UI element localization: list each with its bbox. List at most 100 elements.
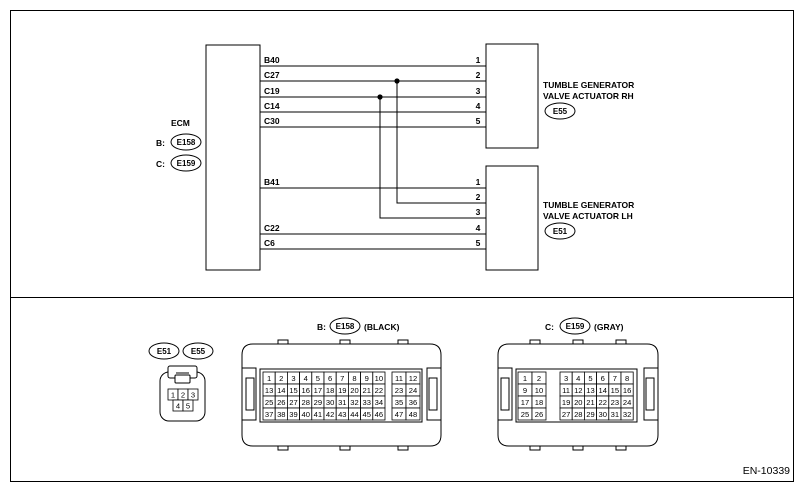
c-pin-18-label: 18 — [535, 398, 543, 407]
rh-pin-1: 1 — [476, 55, 481, 65]
b-pin-7-label: 7 — [340, 374, 344, 383]
b-pin-41-label: 41 — [314, 410, 322, 419]
b-pin-46-cell — [372, 407, 386, 421]
b-pin-30-label: 30 — [326, 398, 334, 407]
c-pin-26-label: 26 — [535, 410, 543, 419]
b-pin-43-label: 43 — [338, 410, 346, 419]
b-pin-35-label: 35 — [395, 398, 403, 407]
b-pin-6-label: 6 — [328, 374, 332, 383]
b-pin-22-label: 22 — [375, 386, 383, 395]
actuator-rh-box — [485, 43, 539, 149]
actuator-rh-title-line1: TUMBLE GENERATOR — [543, 80, 634, 90]
actuator-lh-connector-id: E51 — [553, 227, 568, 236]
c-pin-22-label: 22 — [598, 398, 606, 407]
ecm-connector-b-tag — [170, 133, 202, 151]
b-pin-14-label: 14 — [277, 386, 285, 395]
c-pin-32-label: 32 — [623, 410, 631, 419]
connector-b-color: (BLACK) — [364, 322, 400, 332]
rh-pin-4: 4 — [476, 101, 481, 111]
small-pin-5-cell — [182, 399, 194, 412]
actuator-lh-box — [485, 165, 539, 271]
c-pin-11-label: 11 — [562, 386, 570, 395]
ecm-box — [205, 44, 261, 271]
b-pin-1-label: 1 — [267, 374, 271, 383]
b-pin-38-label: 38 — [277, 410, 285, 419]
c-pin-21-label: 21 — [586, 398, 594, 407]
c-pin-28-label: 28 — [574, 410, 582, 419]
b-pin-48-label: 48 — [409, 410, 417, 419]
b-pin-4-label: 4 — [304, 374, 308, 383]
ecm-terminal-c30: C30 — [264, 116, 280, 126]
small-connector-tag-e51 — [148, 342, 180, 360]
ecm-connector-c-id: E159 — [177, 159, 196, 168]
b-pin-18-label: 18 — [326, 386, 334, 395]
small-pin-2-label: 2 — [181, 390, 185, 399]
b-pin-23-label: 23 — [395, 386, 403, 395]
ecm-terminal-c6: C6 — [264, 238, 275, 248]
small-connector-tag-e55-id: E55 — [191, 347, 206, 356]
b-pin-40-label: 40 — [301, 410, 309, 419]
b-pin-21-label: 21 — [362, 386, 370, 395]
actuator-rh-connector-id: E55 — [553, 107, 568, 116]
b-pin-12-label: 12 — [409, 374, 417, 383]
c-pin-7-label: 7 — [613, 374, 617, 383]
connector-c-tag — [559, 317, 591, 335]
wire-splice-c27-lh2 — [396, 81, 486, 204]
actuator-lh-title-line1: TUMBLE GENERATOR — [543, 200, 634, 210]
b-pin-20-label: 20 — [350, 386, 358, 395]
ecm-terminal-c14: C14 — [264, 101, 280, 111]
b-pin-37-label: 37 — [265, 410, 273, 419]
b-pin-17-label: 17 — [314, 386, 322, 395]
c-pin-17-label: 17 — [521, 398, 529, 407]
b-pin-8-label: 8 — [352, 374, 356, 383]
c-pin-14-label: 14 — [598, 386, 606, 395]
b-pin-3-label: 3 — [291, 374, 295, 383]
ecm-terminal-c19: C19 — [264, 86, 280, 96]
lh-pin-4: 4 — [476, 223, 481, 233]
connector-b-tag — [329, 317, 361, 335]
b-pin-25-label: 25 — [265, 398, 273, 407]
actuator-lh-title-line2: VALVE ACTUATOR LH — [543, 211, 633, 221]
b-pin-46-label: 46 — [375, 410, 383, 419]
wires-rh — [260, 65, 486, 128]
ecm-connector-b-prefix: B: — [156, 138, 165, 148]
c-pin-16-label: 16 — [623, 386, 631, 395]
lh-pin-5: 5 — [476, 238, 481, 248]
small-pin-5-label: 5 — [186, 401, 190, 410]
ecm-terminal-c27: C27 — [264, 70, 280, 80]
b-pin-2-label: 2 — [279, 374, 283, 383]
c-pin-23-label: 23 — [611, 398, 619, 407]
c-pin-12-label: 12 — [574, 386, 582, 395]
rh-pin-2: 2 — [476, 70, 481, 80]
figure-reference: EN-10339 — [743, 465, 790, 477]
b-pin-11-label: 11 — [395, 374, 403, 383]
b-pin-9-label: 9 — [365, 374, 369, 383]
c-pin-26-cell — [531, 407, 547, 421]
b-pin-13-label: 13 — [265, 386, 273, 395]
splice-dot-c27 — [394, 78, 400, 84]
small-connector-tag-e51-id: E51 — [157, 347, 172, 356]
rh-pin-5: 5 — [476, 116, 481, 126]
c-pin-29-label: 29 — [586, 410, 594, 419]
b-pin-28-label: 28 — [301, 398, 309, 407]
c-pin-5-label: 5 — [588, 374, 592, 383]
c-pin-20-label: 20 — [574, 398, 582, 407]
c-pin-9-label: 9 — [523, 386, 527, 395]
b-pin-31-label: 31 — [338, 398, 346, 407]
c-pin-6-label: 6 — [601, 374, 605, 383]
wires-lh — [260, 81, 486, 250]
ecm-terminal-b41: B41 — [264, 177, 280, 187]
connector-b-prefix: B: — [317, 322, 326, 332]
lh-pin-2: 2 — [476, 192, 481, 202]
lh-pin-1: 1 — [476, 177, 481, 187]
c-pin-1-label: 1 — [523, 374, 527, 383]
b-pin-47-label: 47 — [395, 410, 403, 419]
ecm-terminal-b40: B40 — [264, 55, 280, 65]
b-pin-42-label: 42 — [326, 410, 334, 419]
b-pin-29-label: 29 — [314, 398, 322, 407]
connector-c-prefix: C: — [545, 322, 554, 332]
